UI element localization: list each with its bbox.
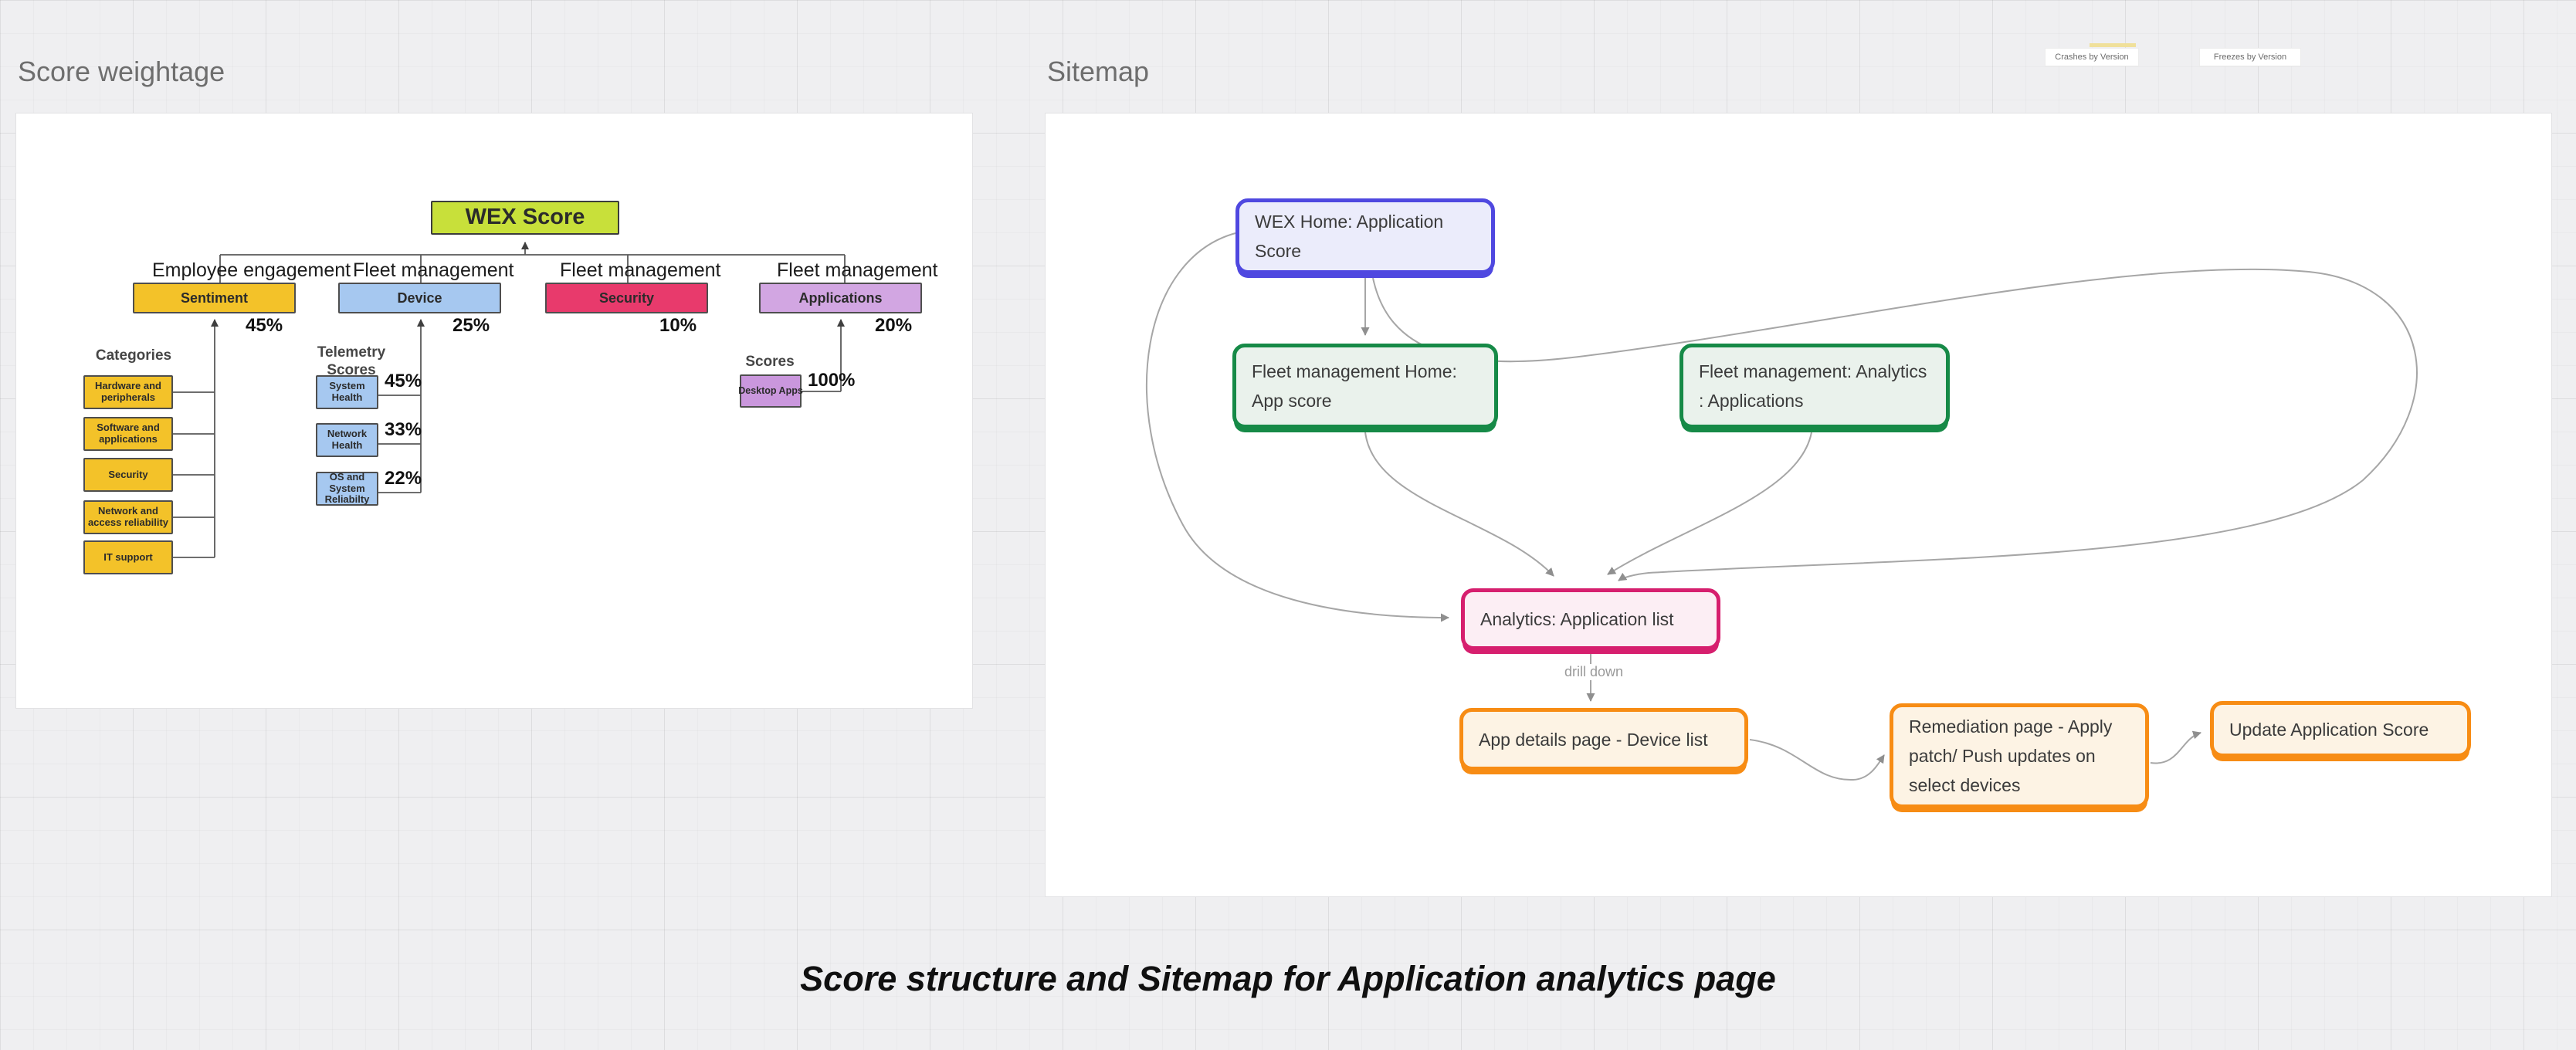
telemetry-system-health[interactable]: System Health bbox=[316, 375, 378, 409]
category-hardware-peripherals[interactable]: Hardware and peripherals bbox=[83, 375, 173, 409]
weight-applications[interactable]: 20% bbox=[875, 315, 913, 336]
frame-title-sitemap[interactable]: Sitemap bbox=[1047, 56, 1150, 87]
category-security[interactable]: Security bbox=[83, 458, 173, 492]
score-desktop-apps[interactable]: Desktop Apps bbox=[738, 374, 803, 408]
weight-os-system-reliability[interactable]: 22% bbox=[385, 468, 422, 489]
category-software-applications[interactable]: Software and applications bbox=[83, 417, 173, 451]
mini-frame-label-crashes[interactable]: Crashes by Version bbox=[2045, 48, 2139, 66]
tree-node-sentiment[interactable]: Sentiment bbox=[133, 283, 296, 313]
sitemap-node-fleet-home[interactable]: Fleet management Home: App score bbox=[1232, 344, 1498, 428]
sitemap-node-update-score[interactable]: Update Application Score bbox=[2210, 701, 2471, 757]
section-label-telemetry-scores[interactable]: Telemetry Scores bbox=[317, 344, 386, 378]
edge-label-drill-down: drill down bbox=[1559, 664, 1629, 680]
sitemap-node-remediation[interactable]: Remediation page - Apply patch/ Push upd… bbox=[1890, 703, 2149, 808]
weight-device[interactable]: 25% bbox=[452, 315, 490, 336]
group-label-fleet-management-1[interactable]: Fleet management bbox=[353, 259, 514, 281]
sitemap-node-wex-home[interactable]: WEX Home: Application Score bbox=[1235, 198, 1495, 274]
offscreen-frame-sliver bbox=[2090, 43, 2136, 47]
weight-network-health[interactable]: 33% bbox=[385, 419, 422, 440]
weight-security[interactable]: 10% bbox=[659, 315, 697, 336]
frame-title-score-weightage[interactable]: Score weightage bbox=[18, 56, 225, 87]
tree-node-applications[interactable]: Applications bbox=[759, 283, 922, 313]
mini-frame-label-freezes[interactable]: Freezes by Version bbox=[2199, 48, 2301, 66]
tree-node-device[interactable]: Device bbox=[338, 283, 501, 313]
group-label-fleet-management-3[interactable]: Fleet management bbox=[777, 259, 938, 281]
section-label-scores[interactable]: Scores bbox=[745, 354, 795, 370]
category-it-support[interactable]: IT support bbox=[83, 540, 173, 574]
sitemap-node-fleet-analytics[interactable]: Fleet management: Analytics : Applicatio… bbox=[1679, 344, 1950, 428]
tree-node-wex-score[interactable]: WEX Score bbox=[431, 201, 619, 235]
weight-system-health[interactable]: 45% bbox=[385, 371, 422, 391]
weight-desktop-apps[interactable]: 100% bbox=[808, 370, 856, 391]
sitemap-node-analytics-list[interactable]: Analytics: Application list bbox=[1461, 588, 1720, 650]
telemetry-network-health[interactable]: Network Health bbox=[316, 423, 378, 457]
tree-node-security[interactable]: Security bbox=[545, 283, 708, 313]
telemetry-os-system-reliability[interactable]: OS and System Reliabilty bbox=[316, 471, 378, 506]
sitemap-node-app-details[interactable]: App details page - Device list bbox=[1459, 708, 1748, 771]
category-network-access-reliability[interactable]: Network and access reliability bbox=[83, 500, 173, 534]
section-label-categories[interactable]: Categories bbox=[95, 347, 172, 364]
group-label-fleet-management-2[interactable]: Fleet management bbox=[560, 259, 721, 281]
group-label-employee-engagement[interactable]: Employee engagement bbox=[152, 259, 351, 281]
board-caption[interactable]: Score structure and Sitemap for Applicat… bbox=[800, 959, 1776, 998]
weight-sentiment[interactable]: 45% bbox=[246, 315, 283, 336]
